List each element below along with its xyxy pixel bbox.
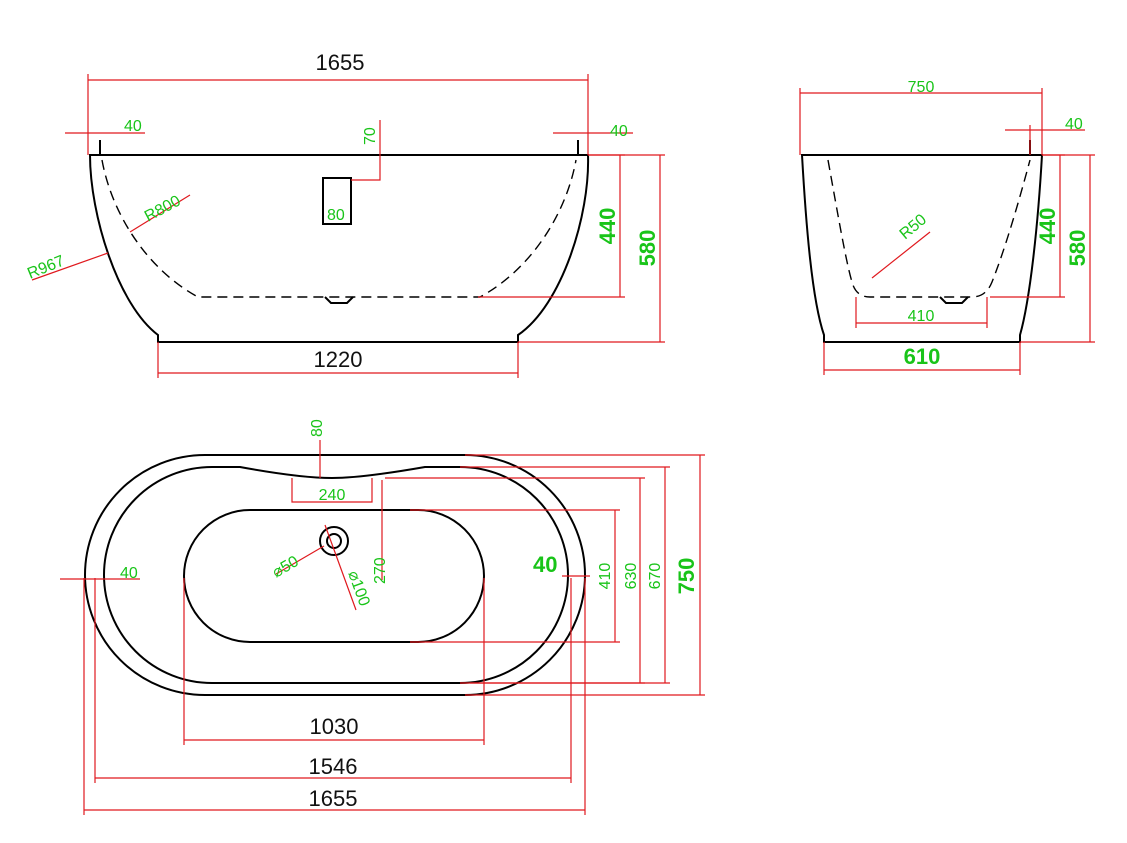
side-dim-inner-radius <box>871 231 931 279</box>
front-outer-radius-label: R967 <box>25 253 67 283</box>
top-floor <box>183 509 485 643</box>
top-view: 80 240 ⌀50 ⌀100 270 40 40 410 630 670 75… <box>60 419 705 815</box>
front-view: 1655 40 40 70 80 R800 R967 440 580 1220 <box>25 50 665 378</box>
top-overall-width-label: 750 <box>674 558 699 595</box>
front-inner-depth-label: 440 <box>595 208 620 245</box>
top-drain-outer <box>319 526 349 556</box>
top-dim-overflow-width <box>291 478 373 503</box>
front-overflow <box>322 177 352 225</box>
front-overall-length-label: 1655 <box>316 50 365 75</box>
side-base-width-label: 610 <box>904 344 941 369</box>
top-rim-inner-width-label: 670 <box>647 563 664 590</box>
side-dim-rim <box>1005 125 1085 155</box>
top-dim-inner-length <box>94 578 572 783</box>
front-dim-outer-radius <box>31 252 109 281</box>
side-overall-height-label: 580 <box>1065 230 1090 267</box>
top-overflow-depth-label: 80 <box>309 419 326 437</box>
front-overflow-size-label: 80 <box>327 207 345 224</box>
front-rim-left-label: 40 <box>124 118 142 135</box>
front-drain <box>324 296 354 304</box>
side-inner-radius-label: R50 <box>897 211 930 243</box>
front-inner-radius-label: R800 <box>142 193 184 226</box>
front-dim-base-length <box>157 342 519 378</box>
top-inner-length-label: 1546 <box>309 754 358 779</box>
top-floor-length-label: 1030 <box>310 714 359 739</box>
front-overall-height-label: 580 <box>635 230 660 267</box>
top-drain-offset-label: 270 <box>372 557 389 584</box>
front-overflow-offset-label: 70 <box>362 127 379 145</box>
top-dim-floor-length <box>183 578 485 745</box>
side-inner-depth-label: 440 <box>1035 208 1060 245</box>
side-floor-width-label: 410 <box>908 308 935 325</box>
side-overall-width-label: 750 <box>908 79 935 96</box>
side-inner-basin <box>827 159 1031 298</box>
top-drain-diameter-label: ⌀50 <box>270 553 302 581</box>
top-dim-overall-length <box>83 578 586 815</box>
side-dim-base-width <box>823 342 1021 375</box>
top-floor-width-label: 410 <box>597 563 614 590</box>
side-view: 750 40 R50 440 580 410 610 <box>799 79 1095 375</box>
top-rim-left-label: 40 <box>120 565 138 582</box>
top-rim-right-label: 40 <box>533 552 557 577</box>
front-inner-basin <box>101 159 577 298</box>
top-dim-drain-surround <box>324 524 357 611</box>
front-dim-overall-height <box>518 154 665 343</box>
front-base-length-label: 1220 <box>314 347 363 372</box>
side-rim-label: 40 <box>1065 116 1083 133</box>
top-dim-drain-diameter <box>275 545 325 575</box>
top-dim-rim-inner-width <box>460 466 670 684</box>
front-dim-overflow-offset <box>351 120 381 181</box>
top-overall-length-label: 1655 <box>309 786 358 811</box>
front-outer-shell <box>88 154 590 343</box>
side-dim-floor-width <box>855 297 988 328</box>
front-dim-inner-radius <box>129 194 191 233</box>
side-dim-overall-width <box>799 88 1043 155</box>
top-inner-width-label: 630 <box>623 563 640 590</box>
front-rim-right-label: 40 <box>610 123 628 140</box>
front-dim-overall-length <box>87 74 589 155</box>
top-overflow-width-label: 240 <box>319 487 346 504</box>
side-drain <box>939 296 969 304</box>
side-dim-overall-height <box>1020 154 1095 343</box>
